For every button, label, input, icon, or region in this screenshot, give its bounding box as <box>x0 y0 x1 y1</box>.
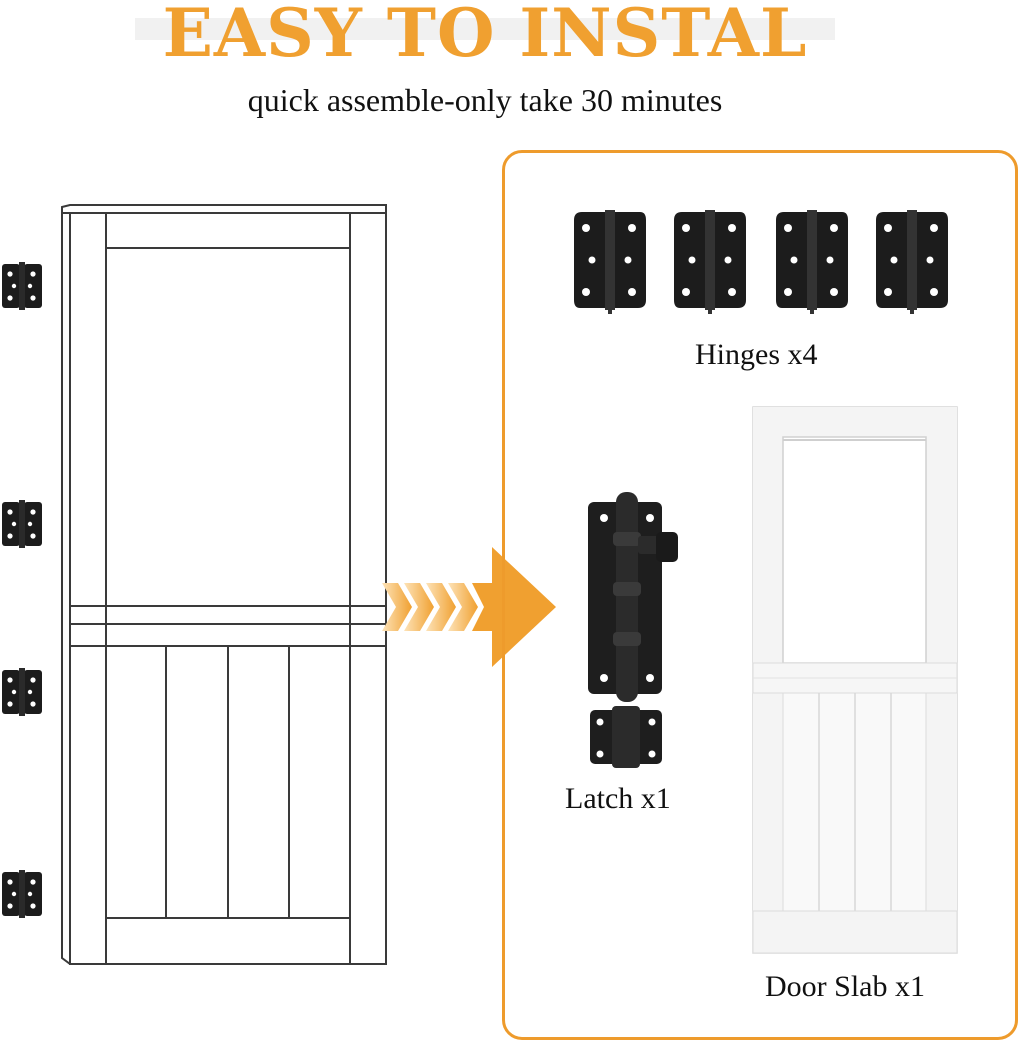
hinge-icon <box>2 262 42 310</box>
page-subtitle: quick assemble-only take 30 minutes <box>247 82 723 118</box>
hinge-icon <box>2 668 42 716</box>
hinge-icon <box>776 210 848 314</box>
arrow-right-icon <box>382 547 556 667</box>
hinge-icon <box>2 870 42 918</box>
door-slab-label: Door Slab x1 <box>765 970 925 1003</box>
hinges-label: Hinges x4 <box>695 338 818 371</box>
hinge-icon <box>2 500 42 548</box>
latch-label: Latch x1 <box>565 782 671 815</box>
door-diagram-icon <box>61 204 387 965</box>
hinge-icon <box>876 210 948 314</box>
title-highlight <box>135 18 835 40</box>
page-title: EASY TO INSTAL <box>162 0 808 72</box>
hinge-icon <box>574 210 646 314</box>
hinge-icon <box>674 210 746 314</box>
kit-contents-panel <box>502 150 1018 1040</box>
door-slab-icon <box>752 406 958 954</box>
latch-icon <box>588 492 678 768</box>
